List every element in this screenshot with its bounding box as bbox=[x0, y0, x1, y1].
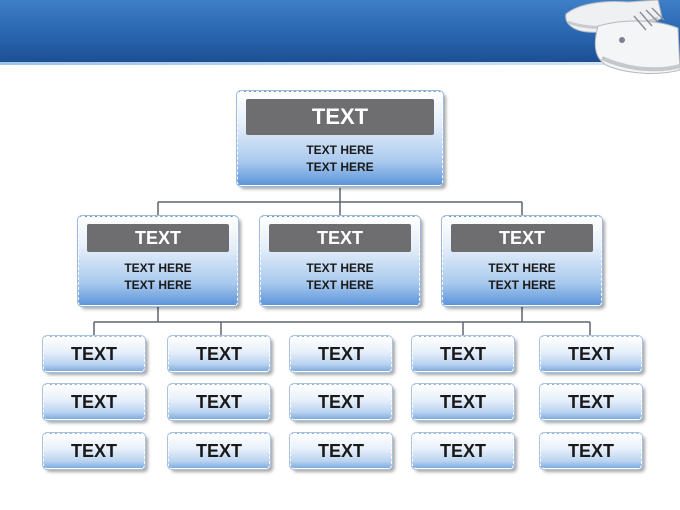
leaf-node-r3-c5: TEXT bbox=[539, 432, 643, 470]
root-text-block: TEXT HERE TEXT HERE bbox=[238, 142, 442, 176]
mid-node-1-text: TEXT HERE TEXT HERE bbox=[79, 260, 237, 294]
leaf-node-r1-c1: TEXT bbox=[42, 335, 146, 373]
leaf-node-r1-c4: TEXT bbox=[411, 335, 515, 373]
leaf-node-r2-c1: TEXT bbox=[42, 383, 146, 421]
mid-node-1: TEXT TEXT HERE TEXT HERE bbox=[77, 215, 239, 307]
leaf-node-r1-c5: TEXT bbox=[539, 335, 643, 373]
header-banner bbox=[0, 0, 680, 62]
root-node: TEXT TEXT HERE TEXT HERE bbox=[236, 90, 444, 187]
leaf-node-r2-c2: TEXT bbox=[167, 383, 271, 421]
mid-node-2: TEXT TEXT HERE TEXT HERE bbox=[259, 215, 421, 307]
mid-node-2-line-2: TEXT HERE bbox=[306, 278, 374, 292]
mid-node-2-text: TEXT HERE TEXT HERE bbox=[261, 260, 419, 294]
mid-node-1-title: TEXT bbox=[87, 224, 229, 252]
mid-node-2-line-1: TEXT HERE bbox=[306, 261, 374, 275]
mid-node-3-line-1: TEXT HERE bbox=[488, 261, 556, 275]
leaf-node-r1-c2: TEXT bbox=[167, 335, 271, 373]
sneakers-image bbox=[565, 0, 680, 74]
leaf-node-r3-c2: TEXT bbox=[167, 432, 271, 470]
root-line-2: TEXT HERE bbox=[306, 160, 374, 174]
leaf-node-r1-c3: TEXT bbox=[289, 335, 393, 373]
root-title: TEXT bbox=[246, 99, 434, 135]
leaf-node-r3-c3: TEXT bbox=[289, 432, 393, 470]
leaf-node-r2-c4: TEXT bbox=[411, 383, 515, 421]
leaf-node-r3-c4: TEXT bbox=[411, 432, 515, 470]
mid-node-1-line-1: TEXT HERE bbox=[124, 261, 192, 275]
mid-node-1-line-2: TEXT HERE bbox=[124, 278, 192, 292]
mid-node-3-title: TEXT bbox=[451, 224, 593, 252]
leaf-node-r2-c5: TEXT bbox=[539, 383, 643, 421]
mid-node-3-text: TEXT HERE TEXT HERE bbox=[443, 260, 601, 294]
root-line-1: TEXT HERE bbox=[306, 143, 374, 157]
mid-node-3-line-2: TEXT HERE bbox=[488, 278, 556, 292]
mid-node-3: TEXT TEXT HERE TEXT HERE bbox=[441, 215, 603, 307]
leaf-node-r3-c1: TEXT bbox=[42, 432, 146, 470]
banner-divider bbox=[0, 62, 680, 65]
leaf-node-r2-c3: TEXT bbox=[289, 383, 393, 421]
mid-node-2-title: TEXT bbox=[269, 224, 411, 252]
